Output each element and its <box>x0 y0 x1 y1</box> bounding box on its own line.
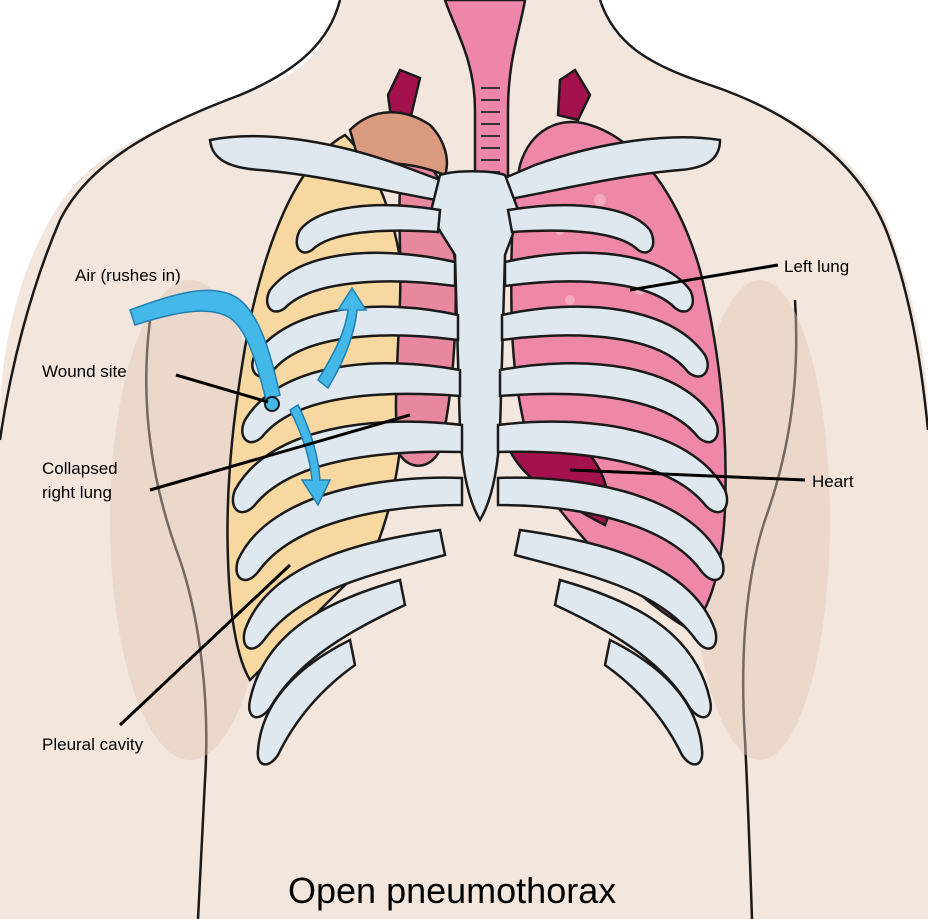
label-pleural-cavity: Pleural cavity <box>42 735 144 754</box>
label-left-lung: Left lung <box>784 257 849 276</box>
wound-site-marker <box>265 397 279 411</box>
label-collapsed-line2: right lung <box>42 483 112 502</box>
label-collapsed-line1: Collapsed <box>42 459 118 478</box>
caption: Open pneumothorax <box>288 870 616 911</box>
label-heart: Heart <box>812 472 854 491</box>
label-air: Air (rushes in) <box>75 266 181 285</box>
label-wound-site: Wound site <box>42 362 127 381</box>
